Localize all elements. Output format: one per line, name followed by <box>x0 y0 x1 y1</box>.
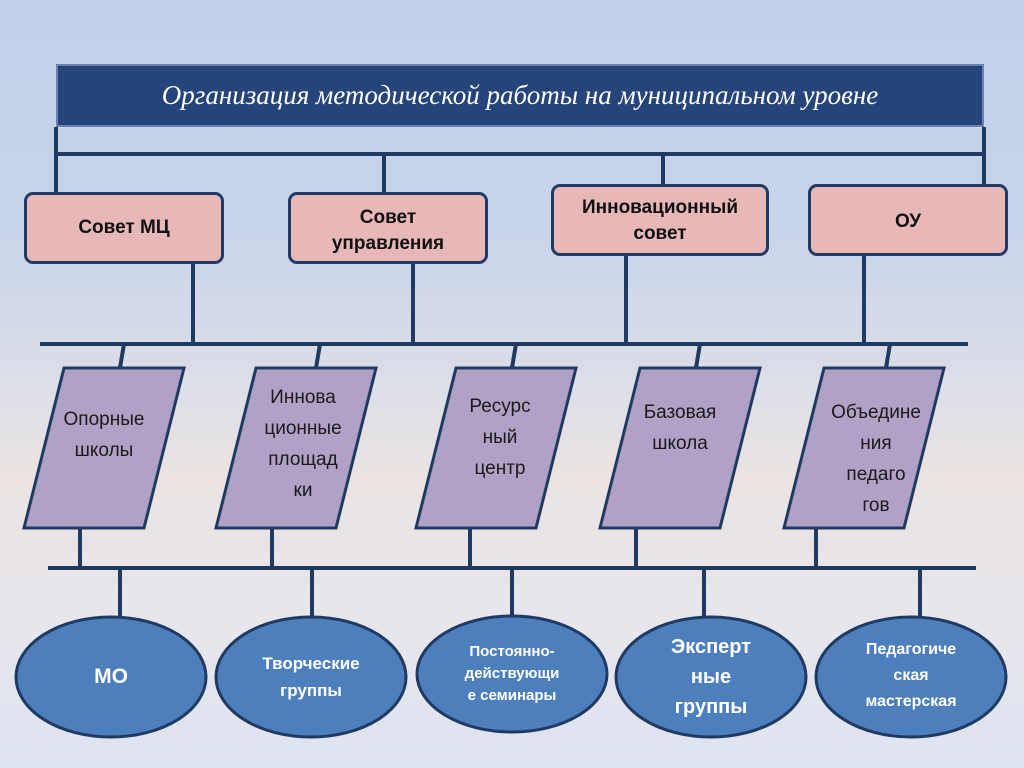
connector <box>694 343 702 369</box>
connector <box>510 343 518 369</box>
node-label: Эксперт ные группы <box>670 636 752 718</box>
connector <box>118 343 126 369</box>
node-label: Педагогиче ская мастерская <box>865 641 957 710</box>
title-banner: Организация методической работы на муниц… <box>56 64 984 127</box>
node-label: Базовая школа <box>643 402 717 454</box>
node-label: Инновационный совет <box>581 197 739 244</box>
node-label: Постоянно- действующи е семинары <box>464 643 560 704</box>
node-label: ОУ <box>894 211 922 232</box>
node-label: Совет МЦ <box>78 217 170 238</box>
node-council: Совет управления <box>288 192 488 264</box>
node-shape-structure <box>214 366 378 530</box>
node-shape-group <box>814 615 1008 739</box>
node-label: Совет управления <box>331 207 445 254</box>
node-shape-group <box>614 615 808 739</box>
node-shape-structure <box>22 366 186 530</box>
node-shape-structure <box>598 366 762 530</box>
node-shape-group <box>214 615 408 739</box>
node-council: Инновационный совет <box>551 184 769 256</box>
node-shape-group <box>415 614 609 734</box>
node-shape-group <box>14 615 208 739</box>
node-label: Объедине ния педаго гов <box>831 402 921 516</box>
node-label: Опорные школы <box>63 409 145 461</box>
node-council: Совет МЦ <box>24 192 224 264</box>
node-shape-structure <box>782 366 946 530</box>
connector <box>884 343 892 369</box>
node-council: ОУ <box>808 184 1008 256</box>
node-label: МО <box>94 665 128 688</box>
node-label: Творческие группы <box>262 654 360 700</box>
node-shape-structure <box>414 366 578 530</box>
connector <box>314 343 322 369</box>
node-label: Иннова ционные площад ки <box>264 387 342 501</box>
diagram-title: Организация методической работы на муниц… <box>161 80 879 110</box>
node-label: Ресурс ный центр <box>469 396 531 479</box>
